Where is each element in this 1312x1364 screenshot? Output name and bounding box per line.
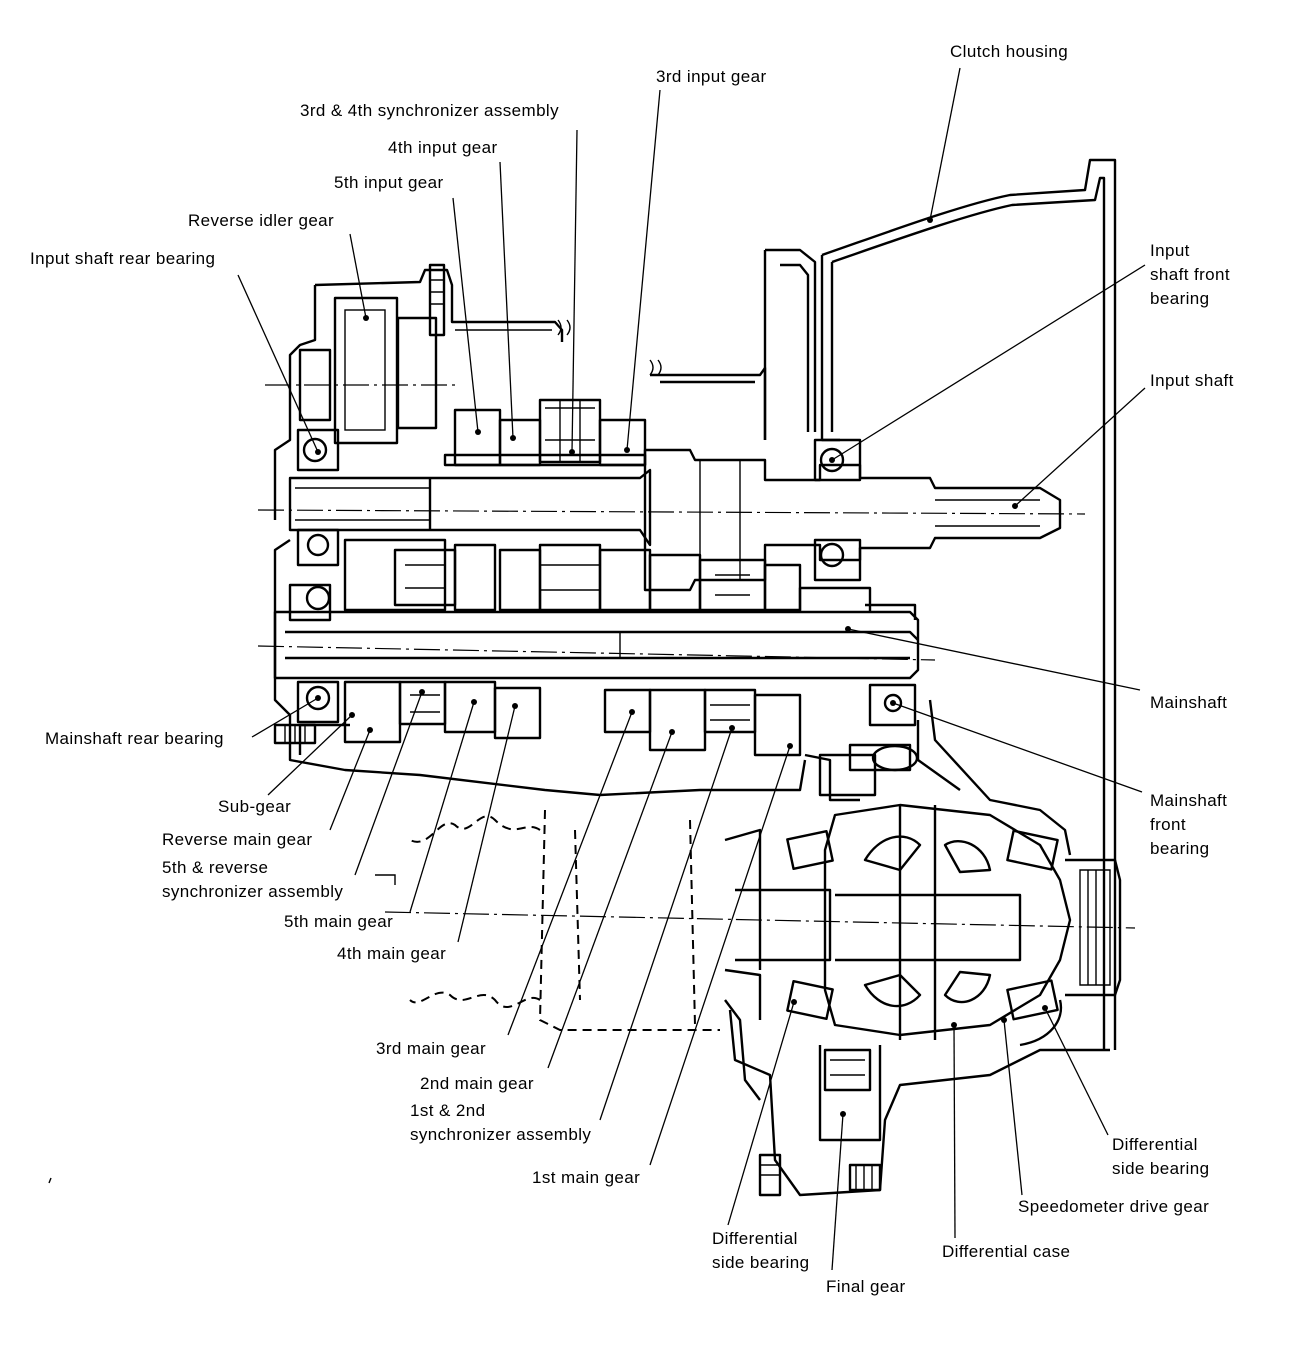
label-mainshaft-front-bearing-2: front — [1150, 815, 1187, 834]
label-speedometer-drive-gear: Speedometer drive gear — [1018, 1197, 1210, 1216]
label-4th-main-gear: 4th main gear — [337, 944, 447, 963]
label-input-shaft-rear-bearing: Input shaft rear bearing — [30, 249, 216, 268]
label-1st-2nd-sync-1: 1st & 2nd — [410, 1101, 486, 1120]
label-1st-main-gear: 1st main gear — [532, 1168, 641, 1187]
stray-mark — [48, 1177, 52, 1184]
leader-lines — [237, 67, 1146, 1271]
label-5th-reverse-sync-1: 5th & reverse — [162, 858, 269, 877]
label-diff-side-bearing-left-2: side bearing — [712, 1253, 810, 1272]
label-reverse-main-gear: Reverse main gear — [162, 830, 313, 849]
label-input-shaft-front-bearing-1: Input — [1150, 241, 1190, 260]
middle-gear-cluster — [288, 538, 802, 622]
label-sub-gear: Sub-gear — [218, 797, 292, 816]
label-input-shaft: Input shaft — [1150, 371, 1234, 390]
label-3rd-4th-synchronizer: 3rd & 4th synchronizer assembly — [300, 101, 560, 120]
upper-case-outline — [273, 263, 767, 520]
clutch-housing-outline — [763, 158, 1117, 1050]
label-mainshaft-front-bearing-3: bearing — [1150, 839, 1210, 858]
lower-case-outline — [273, 539, 1072, 856]
label-5th-reverse-sync-2: synchronizer assembly — [162, 882, 344, 901]
label-4th-input-gear: 4th input gear — [388, 138, 498, 157]
differential-assembly — [724, 743, 1122, 1197]
label-mainshaft-rear-bearing: Mainshaft rear bearing — [45, 729, 224, 748]
label-2nd-main-gear: 2nd main gear — [420, 1074, 534, 1093]
label-diff-side-bearing-left-1: Differential — [712, 1229, 798, 1248]
label-mainshaft-front-bearing-1: Mainshaft — [1150, 791, 1228, 810]
label-final-gear: Final gear — [826, 1277, 906, 1296]
label-mainshaft: Mainshaft — [1150, 693, 1228, 712]
phantom-outline — [375, 809, 720, 1031]
center-lines — [257, 384, 1136, 929]
label-5th-main-gear: 5th main gear — [284, 912, 394, 931]
label-3rd-input-gear: 3rd input gear — [656, 67, 767, 86]
label-clutch-housing: Clutch housing — [950, 42, 1069, 61]
label-input-shaft-front-bearing-2: shaft front — [1150, 265, 1230, 284]
label-3rd-main-gear: 3rd main gear — [376, 1039, 487, 1058]
label-reverse-idler-gear: Reverse idler gear — [188, 211, 335, 230]
label-input-shaft-front-bearing-3: bearing — [1150, 289, 1210, 308]
label-differential-case: Differential case — [942, 1242, 1071, 1261]
label-diff-side-bearing-right-2: side bearing — [1112, 1159, 1210, 1178]
label-1st-2nd-sync-2: synchronizer assembly — [410, 1125, 592, 1144]
label-5th-input-gear: 5th input gear — [334, 173, 444, 192]
label-diff-side-bearing-right-1: Differential — [1112, 1135, 1198, 1154]
